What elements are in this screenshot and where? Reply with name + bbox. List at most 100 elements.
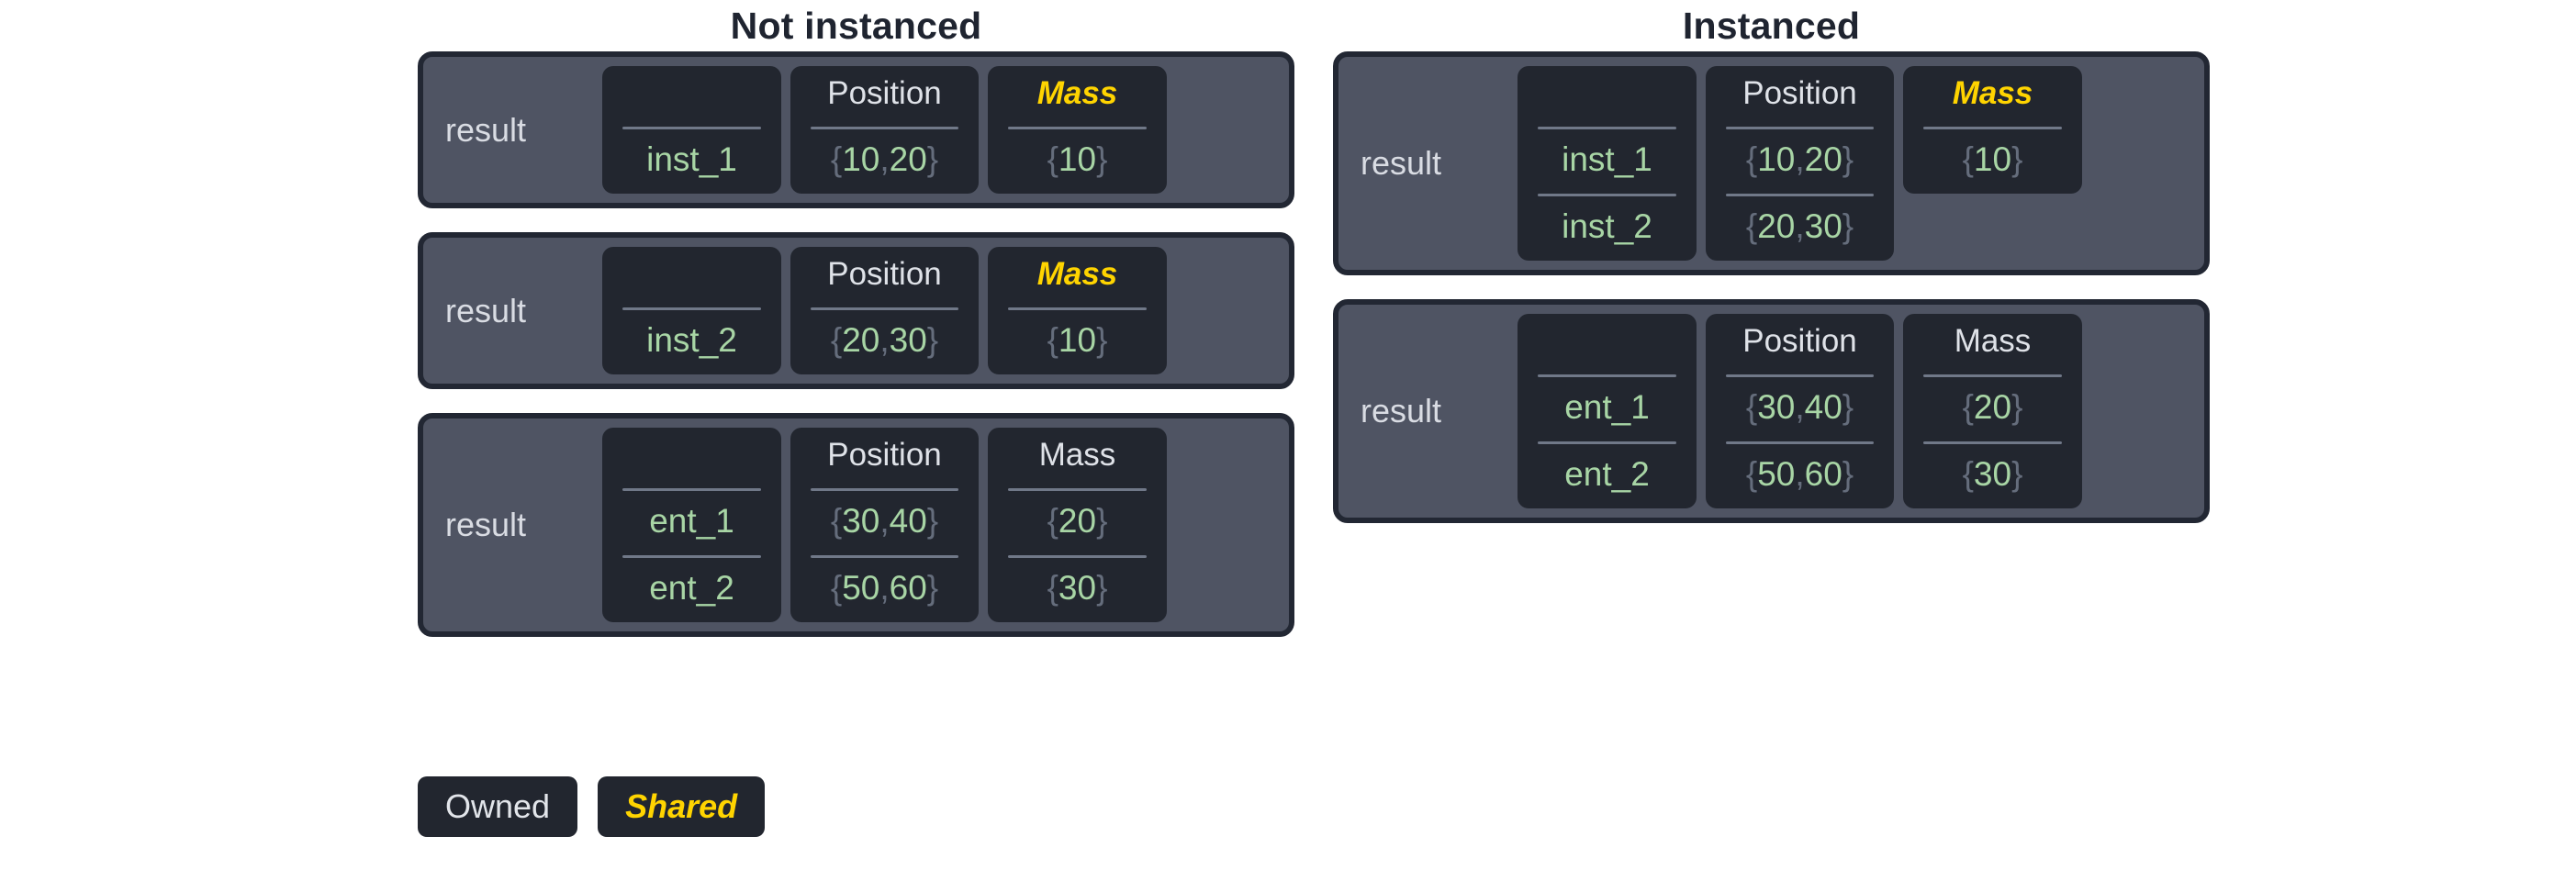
column-header-position: Position	[1742, 75, 1857, 111]
table-column-mass: Mass {10}	[988, 66, 1167, 194]
cell-mass: {20}	[1962, 387, 2023, 426]
result-table: result xinst_1 Position {10, 20} Mass {10}	[418, 51, 1294, 208]
result-label: result	[445, 506, 527, 543]
cell-divider	[1008, 127, 1147, 129]
table-columns: xinst_1 Position {10, 20} Mass {10}	[602, 66, 1280, 194]
column-header-mass: Mass	[1954, 323, 2032, 359]
table-column-pos: Position {20, 30}	[790, 247, 979, 374]
cell-divider	[622, 307, 761, 310]
column-header-mass: Mass	[1036, 75, 1118, 111]
legend-chip-shared[interactable]: Shared	[598, 776, 766, 837]
cell-position: {50, 60}	[1745, 454, 1854, 493]
cell-divider	[1726, 194, 1874, 196]
cell-mass: {10}	[1047, 320, 1108, 359]
cell-position: {30, 40}	[830, 501, 939, 540]
table-column-mass: Mass {20} {30}	[1903, 314, 2082, 508]
column-title-instanced: Instanced	[1682, 5, 1861, 47]
cell-mass: {30}	[1962, 454, 2023, 493]
cell-position: {10, 20}	[1745, 139, 1854, 178]
cell-mass: {20}	[1047, 501, 1108, 540]
table-gutter: result	[432, 247, 602, 374]
legend: Owned Shared	[418, 776, 766, 837]
column-header-mass: Mass	[1036, 256, 1118, 292]
column-header-mass: Mass	[1952, 75, 2033, 111]
cell-divider	[1726, 374, 1874, 377]
cell-entity-name: ent_1	[649, 501, 734, 540]
column-instanced: Instanced resultxinst_1inst_2Position{10…	[1333, 0, 2210, 547]
cell-divider	[1923, 374, 2062, 377]
cell-divider	[622, 127, 761, 129]
table-gutter: result	[432, 428, 602, 622]
cell-position: {20, 30}	[830, 320, 939, 359]
cell-divider	[622, 488, 761, 491]
cell-entity-name: ent_2	[649, 568, 734, 607]
cell-position: {20, 30}	[1745, 206, 1854, 245]
cell-divider	[811, 307, 958, 310]
table-column-mass: Mass {10}	[988, 247, 1167, 374]
column-header-position: Position	[827, 437, 942, 473]
cell-position: {50, 60}	[830, 568, 939, 607]
table-column-mass: Mass {20} {30}	[988, 428, 1167, 622]
cell-divider	[811, 488, 958, 491]
cell-divider	[1008, 307, 1147, 310]
cell-mass: {30}	[1047, 568, 1108, 607]
cell-entity-name: inst_2	[1562, 206, 1652, 245]
table-column-name: xinst_1	[602, 66, 781, 194]
table-column-name: xinst_2	[602, 247, 781, 374]
cell-entity-name: inst_2	[646, 320, 737, 359]
table-column-mass: Mass {10}	[1903, 66, 2082, 194]
result-label: result	[445, 291, 527, 329]
cell-divider	[1538, 127, 1676, 129]
cell-divider	[1538, 194, 1676, 196]
cell-divider	[811, 555, 958, 558]
cell-entity-name: ent_2	[1564, 454, 1650, 493]
table-column-pos: Position {30, 40} {50, 60}	[790, 428, 979, 622]
cell-mass: {10}	[1047, 139, 1108, 178]
table-column-pos: Position {10, 20}	[790, 66, 979, 194]
table-column-pos: Position {10, 20} {20, 30}	[1706, 66, 1894, 261]
table-gutter: result	[1348, 66, 1518, 261]
cell-entity-name: ent_1	[1564, 387, 1650, 426]
cell-entity-name: inst_1	[1562, 139, 1652, 178]
cell-entity-name: inst_1	[646, 139, 737, 178]
result-label: result	[1361, 144, 1442, 182]
result-label: result	[445, 110, 527, 149]
cell-divider	[1726, 441, 1874, 444]
column-header-position: Position	[827, 75, 942, 111]
column-not-instanced: Not instanced resultxinst_1Position{10, …	[418, 0, 1294, 661]
column-header-position: Position	[827, 256, 942, 292]
table-gutter: result	[432, 66, 602, 194]
result-label: result	[1361, 392, 1442, 429]
cell-divider	[1923, 127, 2062, 129]
column-header-mass: Mass	[1038, 437, 1116, 473]
table-gutter: result	[1348, 314, 1518, 508]
cell-divider	[622, 555, 761, 558]
column-title-not-instanced: Not instanced	[730, 5, 982, 47]
legend-chip-owned[interactable]: Owned	[418, 776, 578, 837]
cell-divider	[1008, 488, 1147, 491]
cell-mass: {10}	[1962, 139, 2023, 178]
column-header-position: Position	[1742, 323, 1857, 359]
cell-divider	[811, 127, 958, 129]
cell-divider	[1008, 555, 1147, 558]
cell-divider	[1726, 127, 1874, 129]
cell-divider	[1923, 441, 2062, 444]
cell-divider	[1538, 441, 1676, 444]
result-table: result xinst_2 Position {20, 30} Mass {10}	[418, 232, 1294, 389]
cell-divider	[1538, 374, 1676, 377]
cell-position: {30, 40}	[1745, 387, 1854, 426]
cell-position: {10, 20}	[830, 139, 939, 178]
table-columns: xinst_2 Position {20, 30} Mass {10}	[602, 247, 1280, 374]
